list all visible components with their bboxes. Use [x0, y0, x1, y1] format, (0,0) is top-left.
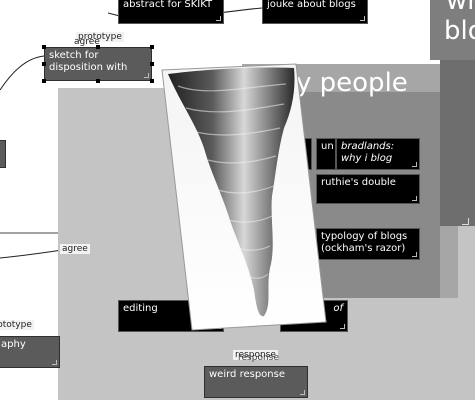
selection-handle-n[interactable] [96, 45, 100, 49]
node-bradlands-label: bradlands: why i blog [341, 141, 395, 164]
selection-handle-w[interactable] [42, 62, 46, 66]
resize-corner-icon[interactable] [360, 16, 365, 21]
selection-handle-sw[interactable] [42, 79, 46, 83]
node-typology-label: typology of blogs (ockham's razor) [321, 231, 408, 254]
link-label-agree-top[interactable]: agree [74, 37, 100, 47]
node-left-fragment[interactable]: aphy [0, 336, 60, 368]
panel-resize-handle[interactable] [462, 218, 469, 225]
node-bradlands[interactable]: bradlands: why i blog [336, 138, 420, 170]
selection-handle-e[interactable] [150, 62, 154, 66]
node-un[interactable]: un [316, 138, 336, 170]
people-heading: y people [296, 68, 408, 98]
selection-handle-s[interactable] [96, 79, 100, 83]
resize-corner-icon[interactable] [144, 73, 149, 78]
node-editing-label: editing [123, 303, 158, 314]
node-weird-response[interactable]: weird response [204, 366, 308, 398]
tornado-funnel-texture [177, 83, 287, 279]
panel-top-right[interactable] [430, 0, 475, 60]
selection-handle-nw[interactable] [42, 45, 46, 49]
corner-heading-bottom: blo [444, 16, 475, 46]
node-of-label: of [333, 303, 343, 314]
link-line-agree-top [0, 55, 45, 91]
resize-corner-icon[interactable] [412, 196, 417, 201]
node-abstract[interactable]: abstract for SKIKT [118, 0, 224, 24]
resize-corner-icon[interactable] [340, 324, 345, 329]
node-joke-label: jouke about blogs [267, 0, 356, 10]
tornado-funnel-shape [168, 67, 295, 317]
corner-heading-top: wr [446, 0, 475, 16]
resize-corner-icon[interactable] [216, 16, 221, 21]
link-label-response-a[interactable]: response [233, 350, 278, 360]
link-label-prototype-top[interactable]: prototype [76, 32, 124, 42]
selection-handle-ne[interactable] [150, 45, 154, 49]
resize-corner-icon[interactable] [52, 360, 57, 365]
node-un-label: un [321, 141, 334, 152]
node-left-stub[interactable] [0, 140, 6, 168]
node-ruthie[interactable]: ruthie's double [316, 174, 420, 204]
node-left-fragment-label: aphy [1, 339, 26, 350]
node-ruthie-label: ruthie's double [321, 177, 396, 188]
node-weird-response-label: weird response [209, 369, 285, 380]
resize-corner-icon[interactable] [412, 252, 417, 257]
node-typology[interactable]: typology of blogs (ockham's razor) [316, 228, 420, 260]
node-sketch[interactable]: sketch for disposition with [44, 47, 152, 81]
resize-corner-icon[interactable] [412, 162, 417, 167]
node-joke[interactable]: jouke about blogs [262, 0, 368, 24]
node-abstract-label: abstract for SKIKT [123, 0, 213, 10]
link-label-response-b[interactable]: response [238, 353, 279, 363]
link-label-prototype-left[interactable]: prototype [0, 320, 34, 330]
resize-corner-icon[interactable] [300, 390, 305, 395]
node-sketch-label: sketch for disposition with [49, 50, 128, 73]
link-label-agree-middle[interactable]: agree [60, 244, 90, 254]
selection-handle-se[interactable] [150, 79, 154, 83]
